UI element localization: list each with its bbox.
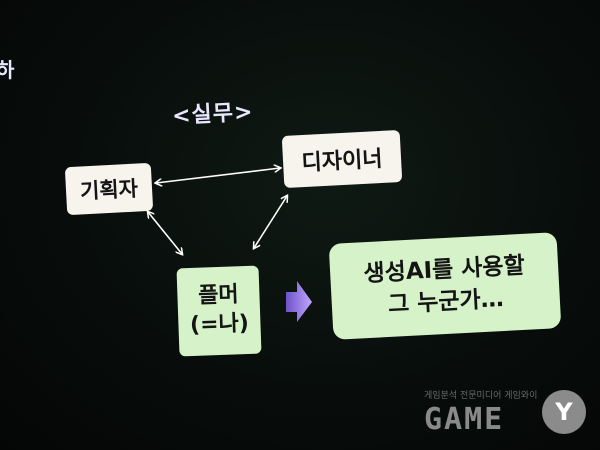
- node-me-line2: (=나): [189, 310, 250, 339]
- node-me-line1: 플머: [197, 282, 240, 310]
- node-planner: 기획자: [64, 162, 154, 216]
- corner-text: 하: [0, 58, 15, 82]
- node-planner-label: 기획자: [79, 176, 139, 204]
- node-ai-user: 생성AI를 사용할 그 누군가…: [328, 232, 562, 340]
- node-ai-line2: 그 누군가…: [387, 285, 505, 318]
- watermark: 게임분석 전문미디어 게임와이 GAME Y: [424, 388, 594, 438]
- arrow-me-to-ai: [286, 281, 312, 322]
- link-planner-designer: [156, 168, 280, 183]
- node-designer: 디자이너: [281, 129, 403, 189]
- link-planner-me: [148, 212, 182, 254]
- watermark-logo: GAME: [424, 402, 505, 437]
- watermark-caption: 게임분석 전문미디어 게임와이: [424, 391, 538, 401]
- link-designer-me: [254, 196, 287, 248]
- node-designer-label: 디자이너: [301, 146, 384, 177]
- watermark-badge-icon: Y: [542, 390, 586, 434]
- node-me: 플머 (=나): [176, 265, 262, 357]
